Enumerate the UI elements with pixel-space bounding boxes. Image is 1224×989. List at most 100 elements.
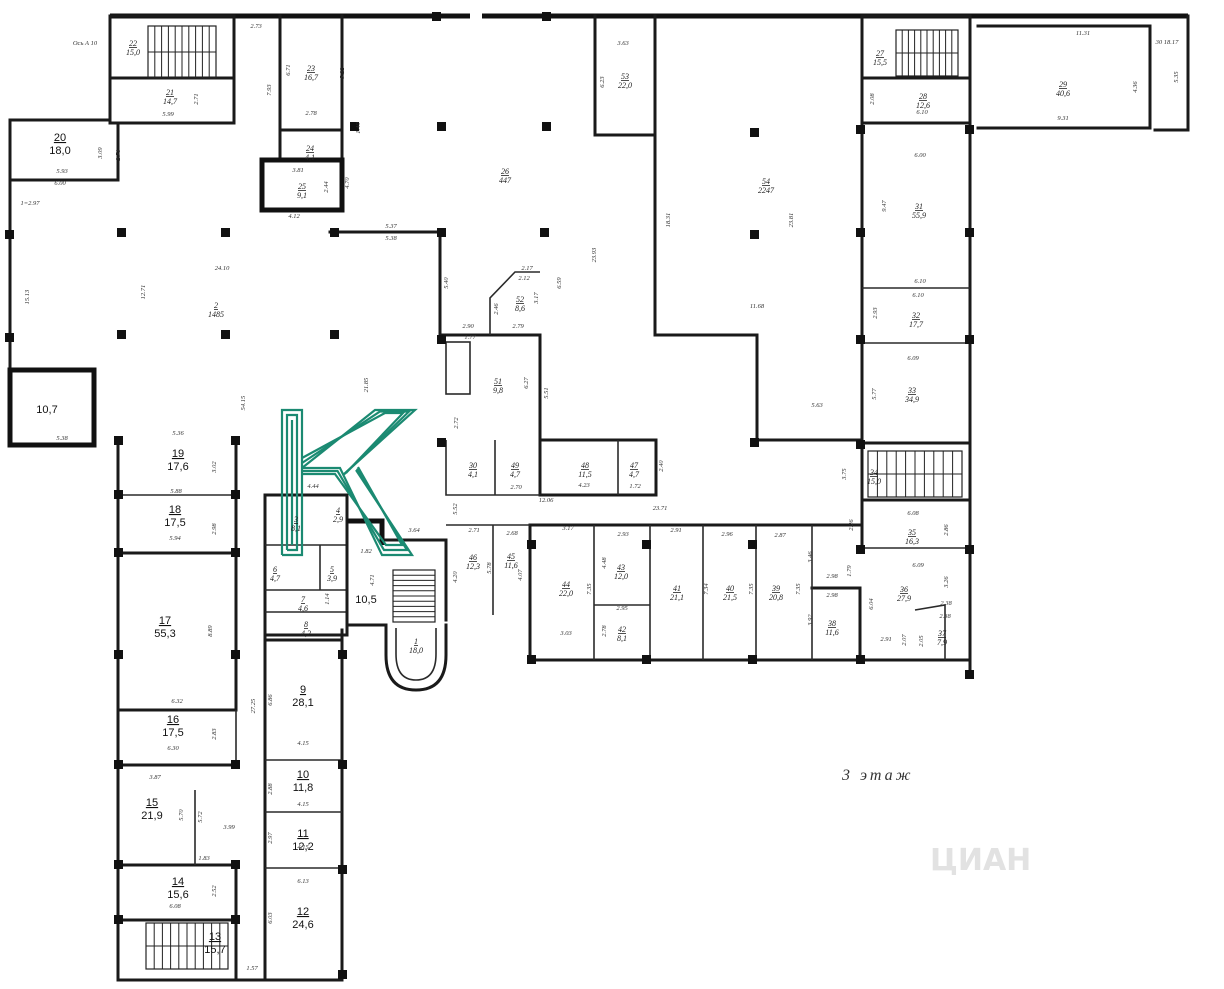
room-number: 13 (209, 931, 221, 943)
column (231, 490, 240, 499)
dimension-label: 9.47 (881, 200, 888, 212)
dimension-label: 5.22 (339, 67, 346, 79)
dimension-label: 5.38 (56, 435, 68, 442)
room-number: 42 (618, 625, 626, 634)
dimension-label: 2.79 (512, 323, 524, 330)
dimension-label: 8.89 (207, 625, 214, 637)
room-number: 38 (827, 619, 836, 628)
dimension-label: 6.10 (916, 109, 928, 116)
dimension-label: 2.93 (872, 307, 879, 319)
dimension-label: 9.31 (1057, 115, 1068, 122)
column (338, 650, 347, 659)
dimension-label: 4.15 (297, 801, 309, 808)
column (856, 125, 865, 134)
column (748, 655, 757, 664)
dimension-label: 6.09 (907, 355, 919, 362)
dimension-label: 1.82 (360, 548, 372, 555)
dimension-label: 4.71 (369, 574, 376, 585)
room-number: 30 (468, 461, 477, 470)
room-area: 17,5 (162, 727, 183, 739)
dimension-label: 2.38 (940, 600, 952, 607)
dimension-label: 23.81 (788, 213, 795, 228)
dimension-label: 23.93 (591, 247, 598, 262)
stair-sw (145, 922, 229, 970)
dimension-label: 7.35 (795, 583, 802, 595)
column (540, 228, 549, 237)
column (231, 915, 240, 924)
room-number: 18 (169, 504, 181, 516)
column (221, 228, 230, 237)
dimension-label: 6.23 (599, 76, 606, 88)
room-area: 9,1 (297, 191, 307, 200)
dimension-label: 5.78 (486, 562, 493, 574)
dimension-label: 5.51 (543, 387, 550, 398)
dimension-label: 7.34 (703, 583, 710, 595)
dimension-label: 4.12 (288, 213, 300, 220)
k-logo-strokes (280, 408, 418, 557)
room-25-box (259, 157, 345, 213)
room-area: 20,8 (769, 593, 783, 602)
dimension-label: 2.17 (521, 265, 533, 272)
room-area: 17,7 (909, 320, 924, 329)
room-5: 53,9 (326, 565, 337, 583)
room-area: 12,2 (292, 841, 313, 853)
dimension-label: 7.35 (586, 583, 593, 595)
dimension-label: 2.40 (658, 460, 665, 472)
room-area: 4,6 (298, 604, 308, 613)
room-number: 37 (937, 629, 947, 638)
column (542, 12, 551, 21)
dimension-label: 5.52 (452, 503, 459, 515)
wall-room-4 (347, 518, 385, 545)
dimension-label: 1.57 (246, 965, 258, 972)
dimension-label: 5.40 (443, 277, 450, 289)
logo-leg-stroke (302, 466, 415, 557)
room-47: 474,7 (629, 461, 640, 479)
room-number: 48 (581, 461, 589, 470)
dimension-label: 3.99 (222, 824, 235, 831)
dimension-label: 2.96 (721, 531, 733, 538)
room-49: 494,7 (510, 461, 521, 479)
room-6: 64,7 (270, 565, 281, 583)
dimension-label: 4.36 (1132, 81, 1139, 93)
room-area: 15,0 (126, 48, 140, 57)
dimension-label: 3.17 (561, 525, 574, 532)
column (965, 228, 974, 237)
dimension-label: 3.09 (97, 147, 104, 160)
column (231, 860, 240, 869)
room-area: 4,1 (305, 153, 315, 162)
room-number: 19 (172, 448, 184, 460)
wall-36-37 (914, 604, 946, 660)
room-area: 2,9 (333, 515, 343, 524)
dimension-label: 6.00 (54, 180, 66, 187)
stair-ne (895, 29, 959, 77)
wall-room-54 (653, 133, 864, 442)
column (114, 915, 123, 924)
column (750, 128, 759, 137)
room-area: 18,0 (409, 646, 423, 655)
dimension-label: 1.14 (324, 593, 331, 605)
column (338, 760, 347, 769)
room-51-inner (445, 341, 471, 395)
room-number: 10 (297, 769, 309, 781)
dimension-label: 4.23 (578, 482, 590, 489)
dimension-label: 4.15 (297, 740, 309, 747)
room-7: 74,6 (298, 595, 308, 613)
dimension-label: 4.07 (517, 569, 524, 581)
dimension-label: 3.75 (841, 468, 848, 481)
room-number: 1 (414, 637, 418, 646)
room-area: 3,9 (326, 574, 337, 583)
room-number: 22 (129, 39, 137, 48)
column (527, 655, 536, 664)
room-area: 15,5 (873, 58, 887, 67)
column (114, 760, 123, 769)
room-number: 5 (330, 565, 334, 574)
